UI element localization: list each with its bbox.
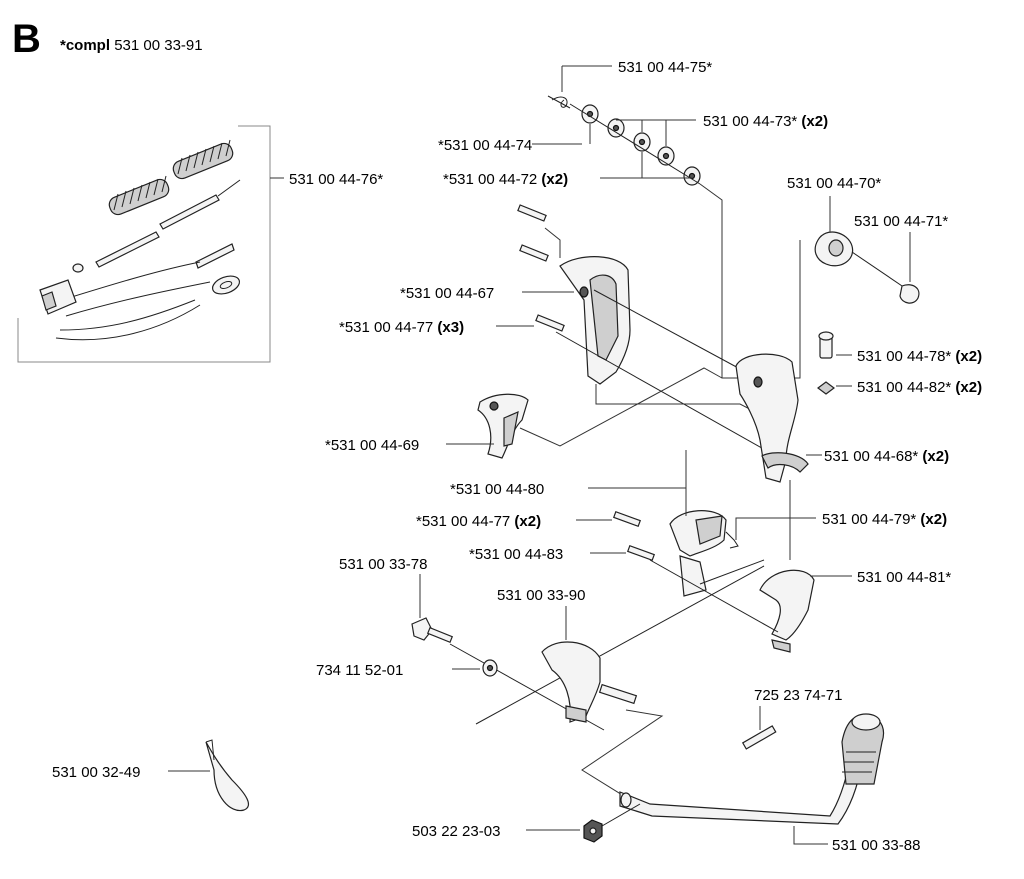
label-531-00-44-68: 531 00 44-68* (x2) bbox=[824, 448, 949, 465]
compl-kit-label: *compl 531 00 33-91 bbox=[60, 37, 203, 54]
label-531-00-44-67: *531 00 44-67 bbox=[400, 285, 494, 302]
label-734-11-52-01: 734 11 52-01 bbox=[316, 662, 403, 679]
throttle-trigger bbox=[477, 393, 529, 459]
label-531-00-44-77-x3: *531 00 44-77 (x3) bbox=[339, 319, 464, 336]
label-531-00-33-88: 531 00 33-88 bbox=[832, 837, 920, 854]
spring-2 bbox=[172, 139, 234, 180]
side-handle bbox=[619, 713, 885, 825]
handle-right-half bbox=[735, 353, 809, 483]
label-531-00-44-81: 531 00 44-81* bbox=[857, 569, 951, 586]
spring-1 bbox=[108, 175, 170, 216]
label-503-22-23-03: 503 22 23-03 bbox=[412, 823, 500, 840]
label-531-00-44-83: *531 00 44-83 bbox=[469, 546, 563, 563]
section-letter: B bbox=[12, 17, 41, 61]
handle-left-half bbox=[559, 256, 631, 385]
label-531-00-44-78: 531 00 44-78* (x2) bbox=[857, 348, 982, 365]
lock-nut bbox=[583, 819, 603, 843]
clamp-lower-right bbox=[759, 569, 815, 653]
label-531-00-44-73: 531 00 44-73* (x2) bbox=[703, 113, 828, 130]
label-531-00-44-70: 531 00 44-70* bbox=[787, 175, 881, 192]
label-725-23-74-71: 725 23 74-71 bbox=[754, 687, 842, 704]
label-531-00-44-79: 531 00 44-79* (x2) bbox=[822, 511, 947, 528]
label-531-00-44-74: *531 00 44-74 bbox=[438, 137, 532, 154]
cable-tie bbox=[205, 739, 249, 812]
washer-group bbox=[547, 95, 701, 186]
label-531-00-44-82: 531 00 44-82* (x2) bbox=[857, 379, 982, 396]
lock-knob-group bbox=[814, 231, 920, 304]
handle-bracket bbox=[541, 641, 638, 723]
label-531-00-44-77-x2: *531 00 44-77 (x2) bbox=[416, 513, 541, 530]
label-531-00-44-75: 531 00 44-75* bbox=[618, 59, 712, 76]
flat-washer bbox=[482, 659, 498, 677]
screw-and-nut-right bbox=[817, 331, 835, 395]
label-531-00-32-49: 531 00 32-49 bbox=[52, 764, 140, 781]
label-531-00-44-80: *531 00 44-80 bbox=[450, 481, 544, 498]
cable-kit-group bbox=[17, 125, 284, 363]
label-531-00-33-78: 531 00 33-78 bbox=[339, 556, 427, 573]
label-531-00-44-72: *531 00 44-72 (x2) bbox=[443, 171, 568, 188]
label-531-00-33-90: 531 00 33-90 bbox=[497, 587, 585, 604]
label-531-00-44-76: 531 00 44-76* bbox=[289, 171, 383, 188]
label-531-00-44-71: 531 00 44-71* bbox=[854, 213, 948, 230]
label-531-00-44-69: *531 00 44-69 bbox=[325, 437, 419, 454]
screws-upper bbox=[517, 204, 565, 332]
wing-bolt bbox=[411, 617, 454, 644]
clamp-upper bbox=[669, 510, 727, 597]
